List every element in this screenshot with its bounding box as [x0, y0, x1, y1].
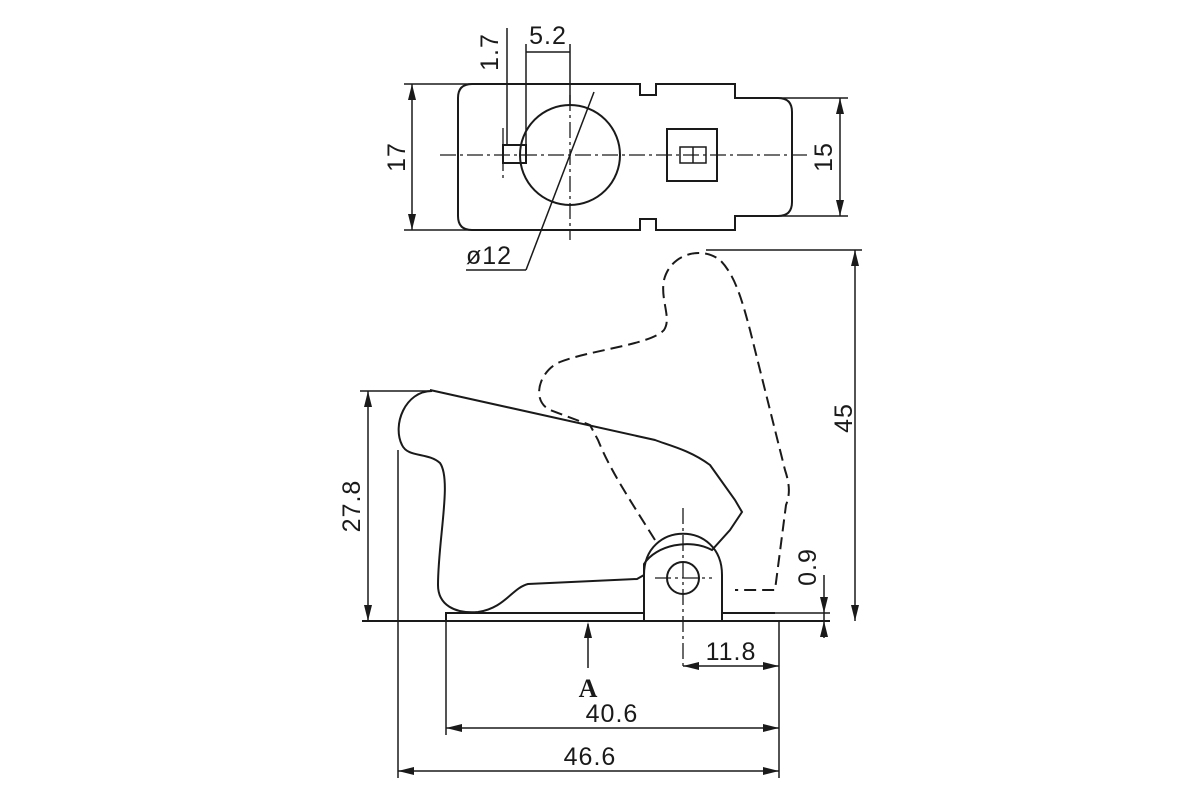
dim-46-6-label: 46.6: [564, 743, 617, 771]
dim-46-6-arrow-left: [398, 767, 414, 775]
dim-15-arrow-top: [836, 98, 844, 114]
dim-diameter-label: ø12: [466, 242, 512, 270]
dim-45-label: 45: [830, 403, 858, 433]
square-boss: [666, 128, 718, 182]
dim-17-arrow-bottom: [408, 214, 416, 230]
pivot-lug: [643, 532, 723, 621]
dim-17-label: 17: [383, 142, 411, 172]
dim-27-8-arrow-bottom: [364, 605, 372, 621]
top-view-outline: [457, 83, 793, 231]
dim-15-arrow-bottom: [836, 200, 844, 216]
dim-40-6-arrow-right: [763, 724, 779, 732]
dim-46-6-arrow-right: [763, 767, 779, 775]
dim-11-8-label: 11.8: [706, 638, 757, 666]
dim-11-8-arrow-left: [683, 662, 699, 670]
dim-0-9-arrow-bottom: [820, 621, 828, 637]
view-a-arrowhead: [584, 622, 592, 638]
dim-40-6-arrow-left: [446, 724, 462, 732]
base-plate: [445, 612, 645, 621]
open-cover: [538, 251, 790, 591]
dim-11-8-arrow-right: [763, 662, 779, 670]
dim-1-7-label: 1.7: [476, 33, 504, 71]
dim-27-8-arrow-top: [364, 391, 372, 407]
dim-27-8-label: 27.8: [338, 480, 366, 533]
dim-40-6-label: 40.6: [586, 700, 639, 728]
closed-cover: [397, 389, 744, 614]
dim-45-arrow-top: [851, 250, 859, 266]
view-a-label: A: [579, 674, 598, 703]
dim-45-arrow-bottom: [851, 605, 859, 621]
dim-17-arrow-top: [408, 84, 416, 100]
top-view: 17 15 1.7 5.2 ø12: [383, 22, 848, 271]
dim-5-2-label: 5.2: [529, 22, 567, 50]
dim-0-9-arrow-top: [820, 597, 828, 613]
dim-15-label: 15: [810, 142, 838, 172]
diameter-leader: [525, 91, 595, 271]
dim-0-9-label: 0.9: [794, 548, 822, 586]
anti-rotation-slot: [502, 144, 527, 164]
side-view: 27.8 45 0.9 11.8 40.6 46.6 A: [338, 249, 862, 778]
